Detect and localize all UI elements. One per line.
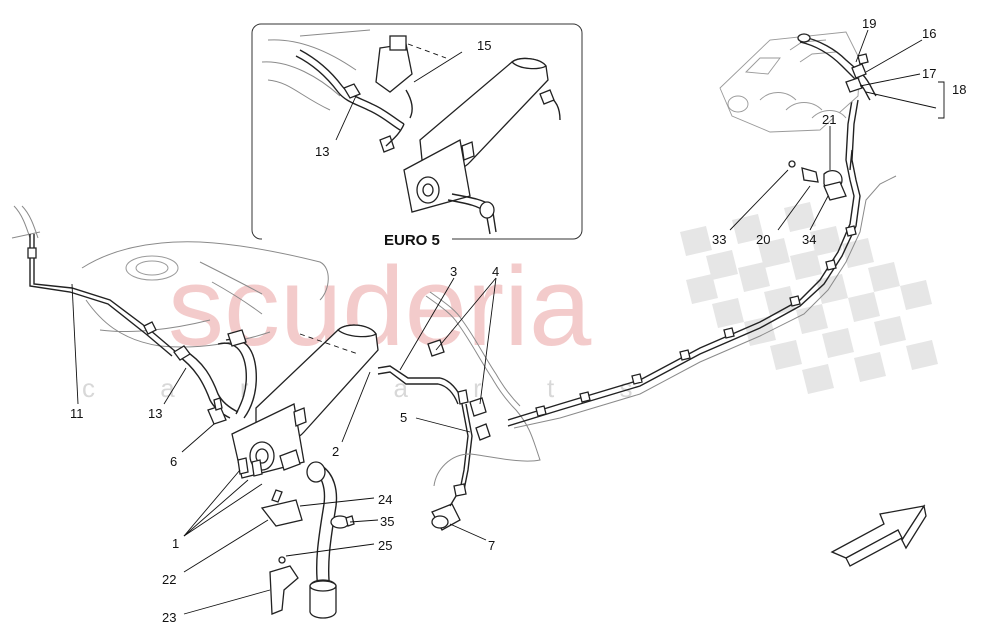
callout-19: 19 [862,16,876,31]
watermark: scuderia c a r p a r t s [82,202,938,403]
intake-manifold-outline [719,31,861,133]
callout-3: 3 [450,264,457,279]
callout-15: 15 [477,38,491,53]
canister-inset [403,57,561,235]
callout-18: 18 [952,82,966,97]
callout-2: 2 [332,444,339,459]
callout-34: 34 [802,232,816,247]
checkered-flag-watermark-icon [680,202,938,394]
callout-24: 24 [378,492,392,507]
euro5-inset: 15 13 EURO 5 [251,23,583,249]
callout-21: 21 [822,112,836,127]
callout-13-inset: 13 [315,144,329,159]
inset-title: EURO 5 [384,232,440,249]
callout-16: 16 [922,26,936,41]
watermark-subtitle: c a r p a r t s [82,373,633,403]
callout-1: 1 [172,536,179,551]
front-arrow-icon [830,504,927,567]
callout-33: 33 [712,232,726,247]
callout-5: 5 [400,410,407,425]
callout-7: 7 [488,538,495,553]
callout-11: 11 [70,406,84,421]
callout-35: 35 [380,514,394,529]
watermark-brand: scuderia [168,244,592,369]
callout-22: 22 [162,572,176,587]
leader-lines [71,29,945,615]
callout-20: 20 [756,232,770,247]
canister-main [231,324,379,619]
callout-23: 23 [162,610,176,625]
callout-6: 6 [170,454,177,469]
callout-17: 17 [922,66,936,81]
callouts: 11 13 6 1 2 3 4 5 7 24 35 25 22 23 33 20… [70,16,966,625]
callout-13: 13 [148,406,162,421]
callout-25: 25 [378,538,392,553]
callout-4: 4 [492,264,499,279]
